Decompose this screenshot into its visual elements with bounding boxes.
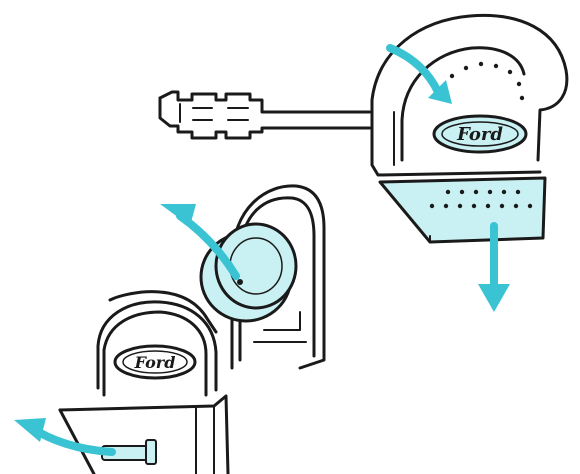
battery-cover-top — [380, 178, 545, 242]
key-blade — [160, 92, 370, 138]
ford-logo-badge-top: Ford — [434, 116, 526, 152]
key-shell-bottom: Ford — [14, 292, 228, 474]
key-grip-dots — [444, 62, 524, 100]
ford-logo-text: Ford — [134, 353, 176, 372]
coin-battery — [201, 224, 296, 321]
battery-compartment — [160, 186, 324, 368]
ford-logo-badge-bottom: Ford — [115, 346, 195, 378]
key-head: Ford — [372, 15, 567, 175]
pry-arrow-icon — [14, 418, 112, 452]
ford-logo-text: Ford — [456, 124, 503, 145]
